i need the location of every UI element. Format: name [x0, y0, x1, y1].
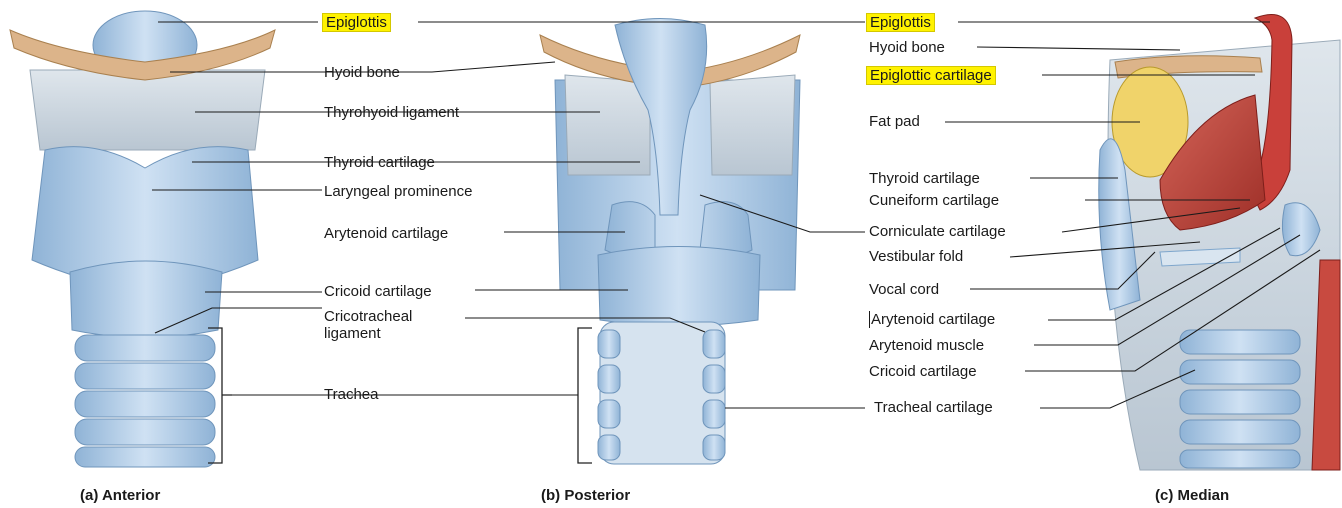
label-epiglottis-2: Epiglottis	[866, 13, 935, 32]
label-cricoid-cartilage-1: Cricoid cartilage	[324, 283, 432, 300]
median-view	[1099, 14, 1340, 470]
label-cricoid-cartilage-2: Cricoid cartilage	[869, 363, 977, 380]
label-thyroid-cartilage-2: Thyroid cartilage	[869, 170, 980, 187]
thyrohyoid-membrane	[30, 70, 265, 150]
caption-median: (c) Median	[1155, 487, 1229, 504]
posterior-view	[540, 19, 800, 465]
label-epiglottic-cartilage: Epiglottic cartilage	[866, 66, 996, 85]
label-cricotracheal-line1: Cricotracheal	[324, 308, 412, 325]
label-arytenoid-cartilage-1: Arytenoid cartilage	[324, 225, 448, 242]
membrane-posterior-right	[710, 75, 795, 175]
anterior-view	[10, 11, 275, 467]
label-thyrohyoid-ligament: Thyrohyoid ligament	[324, 104, 459, 121]
label-cricotracheal-line2: ligament	[324, 325, 381, 342]
label-vocal-cord: Vocal cord	[869, 281, 939, 298]
label-arytenoid-muscle: Arytenoid muscle	[869, 337, 984, 354]
label-laryngeal-prominence: Laryngeal prominence	[324, 183, 472, 200]
label-trachea: Trachea	[324, 386, 378, 403]
cricoid-posterior-shape	[598, 247, 760, 327]
label-corniculate-cartilage: Corniculate cartilage	[869, 223, 1006, 240]
label-arytenoid-cartilage-2: Arytenoid cartilage	[869, 311, 995, 328]
caption-posterior: (b) Posterior	[541, 487, 630, 504]
trachea-rings	[75, 335, 215, 467]
trachea-bracket-b	[578, 328, 592, 463]
label-cuneiform-cartilage: Cuneiform cartilage	[869, 192, 999, 209]
cricoid-cartilage-shape	[70, 261, 222, 338]
label-hyoid-bone-2: Hyoid bone	[869, 39, 945, 56]
label-hyoid-bone-1: Hyoid bone	[324, 64, 400, 81]
label-epiglottis-1: Epiglottis	[322, 13, 391, 32]
label-thyroid-cartilage-1: Thyroid cartilage	[324, 154, 435, 171]
label-fat-pad: Fat pad	[869, 113, 920, 130]
label-tracheal-cartilage: Tracheal cartilage	[874, 399, 993, 416]
caption-anterior: (a) Anterior	[80, 487, 160, 504]
label-vestibular-fold: Vestibular fold	[869, 248, 963, 265]
